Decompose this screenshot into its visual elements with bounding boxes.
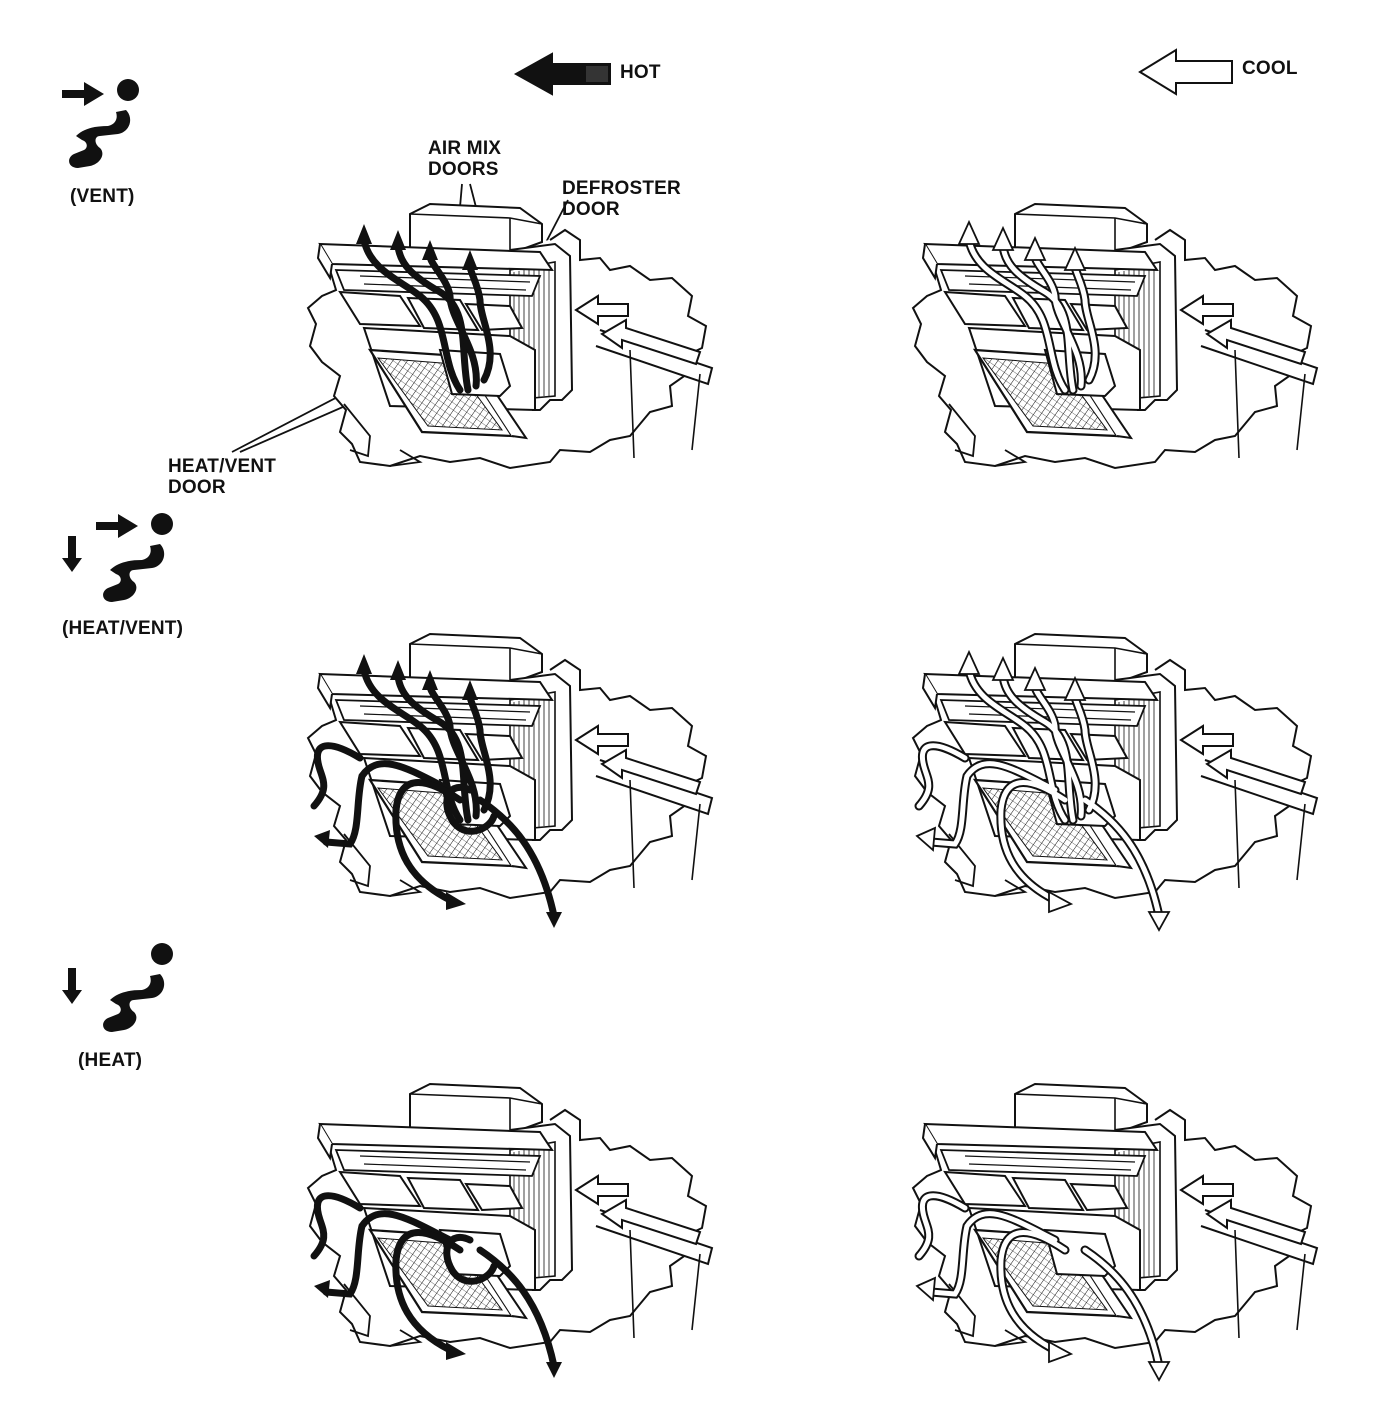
vent-mode-icon — [60, 78, 150, 178]
cool-label: COOL — [1242, 58, 1298, 79]
cool-arrow-icon — [1138, 48, 1238, 96]
defroster-door-label: DEFROSTER DOOR — [562, 178, 681, 220]
heat-vent-door-label-line2: DOOR — [168, 477, 226, 498]
heat-vent-mode-icon — [60, 510, 180, 610]
airflow-arrows-hot — [310, 666, 558, 920]
air-mix-doors-label: AIR MIX DOORS — [428, 138, 501, 180]
airflow-arrows-cool — [916, 667, 1162, 919]
mode-label-heat-vent: (HEAT/VENT) — [62, 618, 184, 639]
mode-label-heat: (HEAT) — [78, 1050, 143, 1071]
heater-unit-vent-cool — [905, 200, 1325, 500]
heater-unit-heat-vent-cool — [905, 630, 1325, 932]
air-mix-doors-label-line1: AIR MIX — [428, 138, 502, 159]
hot-arrow-icon — [513, 52, 614, 96]
air-mix-doors-label-line2: DOORS — [428, 159, 499, 180]
heat-mode-icon — [60, 940, 180, 1040]
heater-unit-heat-vent-hot — [300, 630, 720, 930]
hot-label: HOT — [620, 62, 661, 83]
airflow-arrows-hot — [310, 1192, 558, 1370]
heater-unit-heat-cool — [905, 1080, 1325, 1382]
defroster-door-label-line1: DEFROSTER — [562, 178, 681, 199]
heater-unit-vent-hot — [300, 200, 720, 500]
mode-label-vent: (VENT) — [70, 186, 135, 207]
defroster-door-label-line2: DOOR — [562, 199, 620, 220]
heater-unit-heat-hot — [300, 1080, 720, 1380]
airflow-arrows-hot — [360, 236, 494, 394]
heat-vent-door-label-line1: HEAT/VENT — [168, 456, 277, 477]
airflow-arrows-cool — [916, 1193, 1162, 1369]
heat-vent-door-label: HEAT/VENT DOOR — [168, 456, 276, 498]
